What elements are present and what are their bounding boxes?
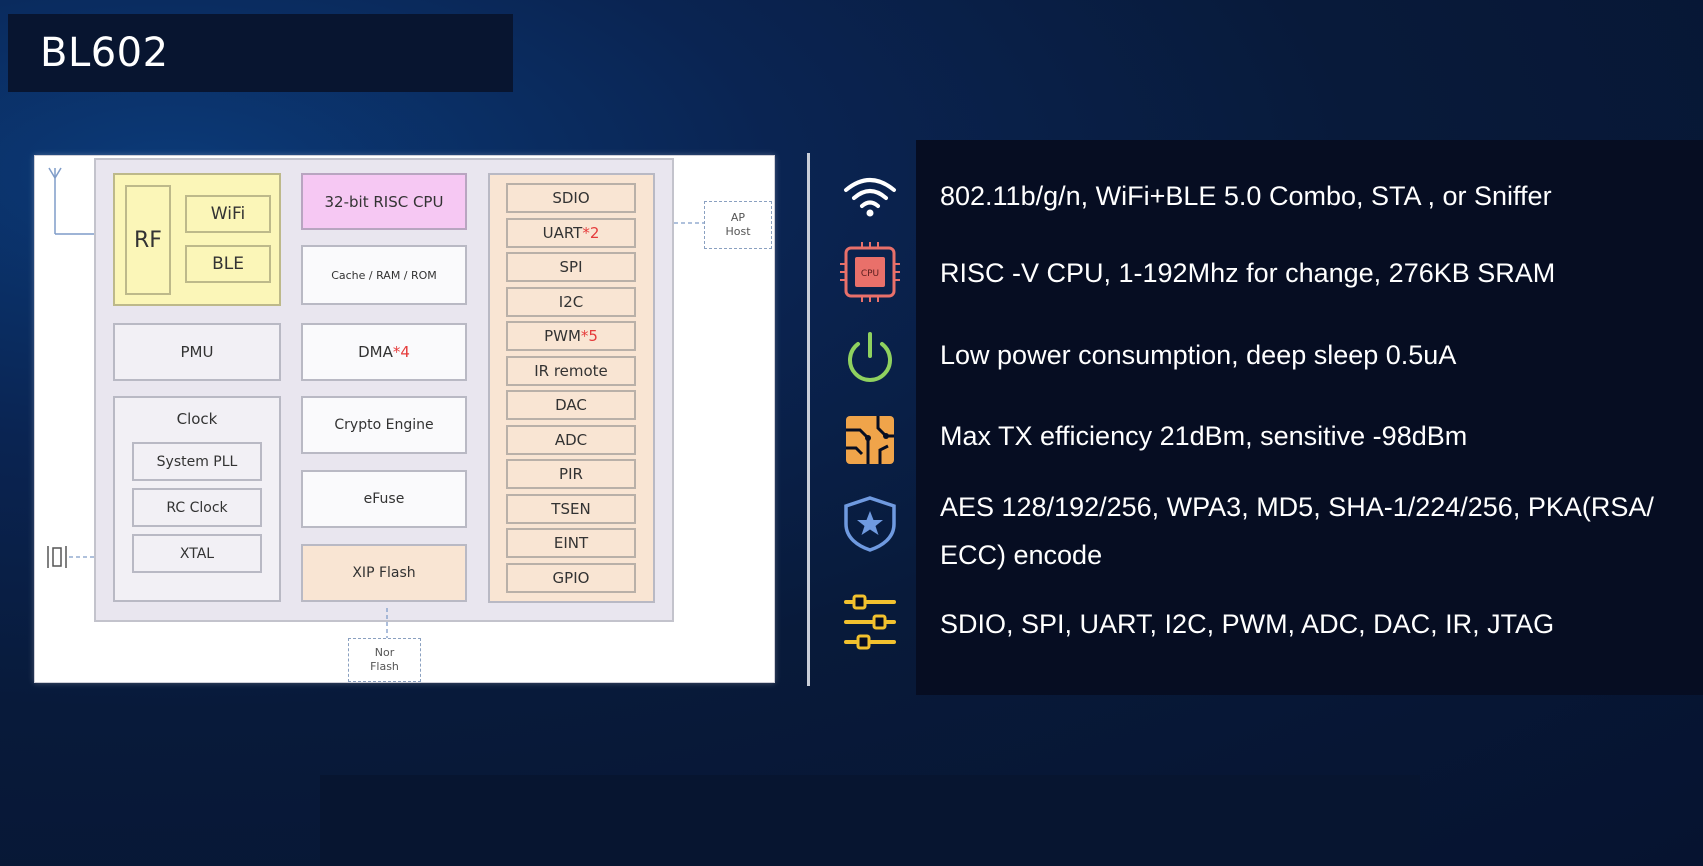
io-block: SPI xyxy=(506,252,636,282)
system-pll-block: System PLL xyxy=(132,442,262,481)
cache-label: Cache / RAM / ROM xyxy=(331,268,437,282)
circuit-icon xyxy=(846,416,894,464)
io-label: GPIO xyxy=(552,568,590,587)
feature-text: AES 128/192/256, WPA3, MD5, SHA-1/224/25… xyxy=(940,492,1654,570)
efuse-label: eFuse xyxy=(363,491,405,507)
dma-label: DMA xyxy=(358,343,393,361)
crypto-label: Crypto Engine xyxy=(334,417,434,433)
io-block: GPIO xyxy=(506,562,636,593)
io-block: PWM*5 xyxy=(506,321,636,351)
pmu-label: PMU xyxy=(180,343,214,361)
io-block: ADC xyxy=(506,424,636,455)
cpu-icon-label: CPU xyxy=(861,269,879,279)
cache-block: Cache / RAM / ROM xyxy=(301,245,467,305)
io-block: IR remote xyxy=(506,355,636,386)
dma-count: *4 xyxy=(392,343,410,361)
sliders-icon xyxy=(844,594,896,650)
feature-text: Max TX efficiency 21dBm, sensitive -98dB… xyxy=(940,421,1468,451)
system-pll-label: System PLL xyxy=(156,453,238,470)
ap-host-label: AP Host xyxy=(725,210,751,238)
io-label: IR remote xyxy=(534,361,608,380)
pmu-block: PMU xyxy=(113,323,281,381)
bottom-band xyxy=(320,775,1420,866)
xip-flash-label: XIP Flash xyxy=(352,565,416,581)
io-count: *2 xyxy=(582,223,600,242)
io-label: EINT xyxy=(553,534,589,552)
cpu-block: 32-bit RISC CPU xyxy=(301,173,467,230)
rf-block: RF xyxy=(125,185,171,295)
wifi-block: WiFi xyxy=(185,195,271,233)
io-label: SDIO xyxy=(552,189,590,207)
rc-clock-label: RC Clock xyxy=(166,499,228,516)
io-block: PIR xyxy=(506,459,636,489)
feature-text: SDIO, SPI, UART, I2C, PWM, ADC, DAC, IR,… xyxy=(940,609,1555,639)
wifi-label: WiFi xyxy=(210,204,246,224)
crypto-block: Crypto Engine xyxy=(301,396,467,454)
power-icon xyxy=(848,332,892,382)
dma-block: DMA*4 xyxy=(301,323,467,381)
feature-text: RISC -V CPU, 1-192Mhz for change, 276KB … xyxy=(940,258,1556,288)
efuse-block: eFuse xyxy=(301,470,467,528)
io-block: EINT xyxy=(506,528,636,558)
nor-flash-block: Nor Flash xyxy=(348,638,421,682)
io-label: ADC xyxy=(554,430,588,449)
divider xyxy=(807,153,810,686)
ble-label: BLE xyxy=(212,254,244,274)
cpu-icon: CPU xyxy=(840,242,900,302)
page-title: BL602 xyxy=(40,30,169,76)
io-label: PIR xyxy=(559,465,583,483)
xip-flash-block: XIP Flash xyxy=(301,544,467,602)
io-label: UART xyxy=(542,223,583,242)
io-block: I2C xyxy=(506,286,636,317)
rf-label: RF xyxy=(134,227,162,253)
nor-flash-label: Nor Flash xyxy=(370,645,399,673)
io-block: DAC xyxy=(506,390,636,420)
wifi-icon xyxy=(844,178,896,217)
feature-text: 802.11b/g/n, WiFi+BLE 5.0 Combo, STA , o… xyxy=(940,181,1552,211)
cpu-label: 32-bit RISC CPU xyxy=(324,192,444,211)
rc-clock-block: RC Clock xyxy=(132,488,262,527)
ap-host-block: AP Host xyxy=(704,201,772,249)
ble-block: BLE xyxy=(185,245,271,283)
io-label: SPI xyxy=(559,258,583,276)
io-label: I2C xyxy=(558,292,584,311)
xtal-label: XTAL xyxy=(179,545,215,562)
io-count: *5 xyxy=(580,327,598,345)
flash-link xyxy=(386,608,388,638)
xtal-block: XTAL xyxy=(132,534,262,573)
title-bar: BL602 xyxy=(8,14,513,92)
io-label: TSEN xyxy=(551,499,591,518)
host-link xyxy=(674,222,704,224)
block-diagram: RF WiFi BLE 32-bit RISC CPU Cache / RAM … xyxy=(34,155,775,683)
shield-star-icon xyxy=(844,496,896,552)
io-label: DAC xyxy=(555,396,587,414)
io-block: TSEN xyxy=(506,493,636,524)
feature-text: Low power consumption, deep sleep 0.5uA xyxy=(940,340,1457,370)
io-block: UART*2 xyxy=(506,217,636,248)
clock-label: Clock xyxy=(176,410,218,428)
io-block: SDIO xyxy=(506,183,636,213)
io-label: PWM xyxy=(544,327,581,345)
features-panel xyxy=(916,140,1703,695)
